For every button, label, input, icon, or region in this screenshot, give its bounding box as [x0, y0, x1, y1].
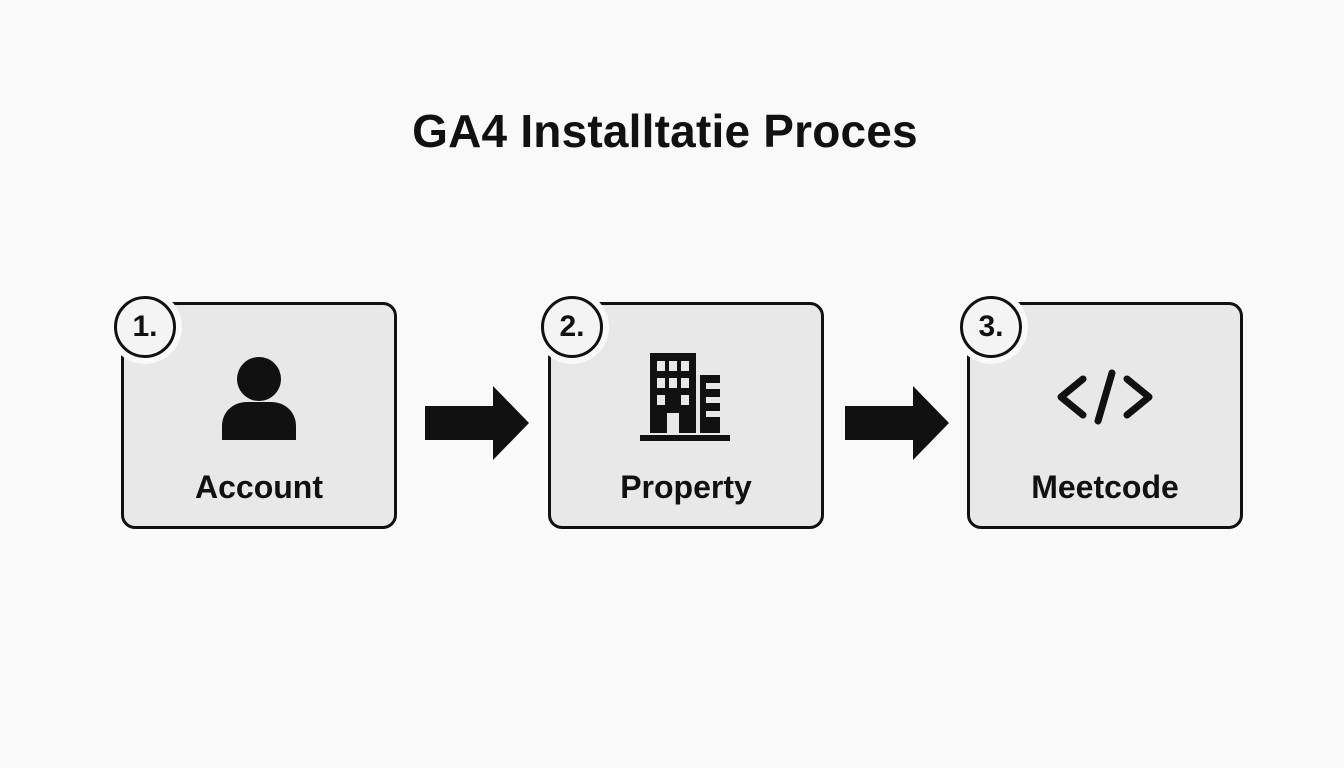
step-number-badge: 1.	[114, 296, 176, 358]
step-label: Meetcode	[1031, 469, 1179, 505]
user-icon	[209, 349, 309, 445]
step-property: 2. Property	[541, 296, 824, 529]
step-account: 1. Account	[114, 296, 397, 529]
step-number-badge: 3.	[960, 296, 1022, 358]
step-label: Property	[620, 469, 752, 505]
arrow-right-icon	[425, 386, 529, 460]
building-icon	[636, 349, 736, 445]
step-number-badge: 2.	[541, 296, 603, 358]
step-label: Account	[195, 469, 323, 505]
step-meetcode: 3. Meetcode	[960, 296, 1243, 529]
diagram-title: GA4 Installtatie Proces	[412, 105, 918, 157]
code-icon	[1055, 349, 1155, 445]
arrow-right-icon	[845, 386, 949, 460]
